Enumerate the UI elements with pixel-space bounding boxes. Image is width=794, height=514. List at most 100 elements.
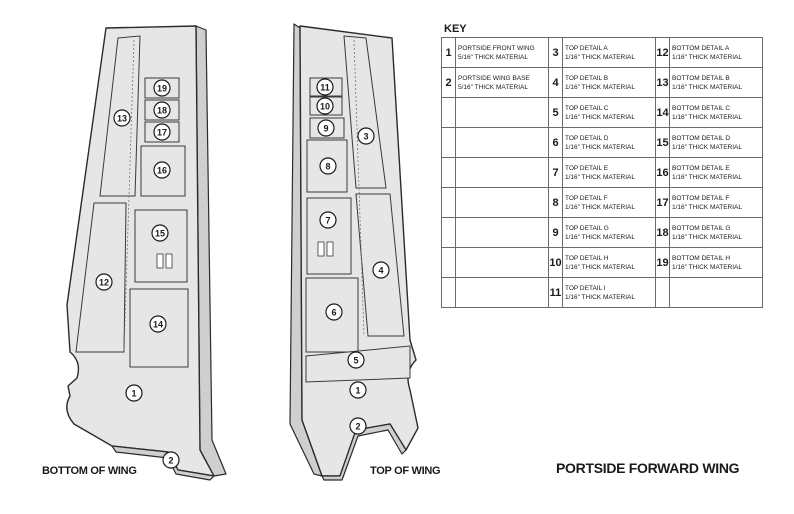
top-callout-9: 9 [317,119,335,137]
key-part-name: BOTTOM DETAIL H [672,254,731,262]
svg-text:4: 4 [378,266,383,276]
key-part-number: 17 [655,187,670,218]
key-part-material: 1/16" THICK MATERIAL [565,143,635,151]
key-part-name: TOP DETAIL B [565,74,609,82]
svg-text:3: 3 [363,132,368,142]
key-part-number [441,187,456,218]
key-part-material: 1/16" THICK MATERIAL [672,143,742,151]
key-part-number: 11 [548,277,563,308]
top-callout-11: 11 [316,78,334,96]
key-part-material: 1/16" THICK MATERIAL [565,173,635,181]
top-wing-slot-left [317,241,325,257]
top-of-wing-label: TOP OF WING [370,465,441,477]
key-part-name: TOP DETAIL E [565,164,609,172]
bottom-detail-15-panel [134,209,188,283]
key-part-name: BOTTOM DETAIL E [672,164,730,172]
key-part-number: 8 [548,187,563,218]
key-part-name: PORTSIDE WING BASE [458,74,530,82]
top-callout-10: 10 [316,97,334,115]
key-part-material: 1/16" THICK MATERIAL [565,263,635,271]
bottom-callout-19: 19 [153,79,171,97]
key-part-name: TOP DETAIL I [565,284,606,292]
key-part-number: 9 [548,217,563,248]
key-part-material: 1/16" THICK MATERIAL [565,113,635,121]
top-detail-3-panel [343,35,387,189]
svg-text:2: 2 [168,456,173,466]
bottom-callout-17: 17 [153,123,171,141]
key-part-name: TOP DETAIL H [565,254,609,262]
key-part-number: 7 [548,157,563,188]
key-part-number: 6 [548,127,563,158]
key-title: KEY [444,23,467,35]
key-part-material: 1/16" THICK MATERIAL [672,173,742,181]
key-part-name: BOTTOM DETAIL F [672,194,730,202]
bottom-wing-side-edge [195,25,227,477]
svg-text:10: 10 [320,102,330,112]
key-part-number: 4 [548,67,563,98]
key-part-name: BOTTOM DETAIL A [672,44,730,52]
key-part-number: 14 [655,97,670,128]
key-part-material: 1/16" THICK MATERIAL [672,263,742,271]
svg-text:17: 17 [157,128,167,138]
bottom-callout-13: 13 [113,109,131,127]
top-callout-1: 1 [349,381,367,399]
key-part-material: 1/16" THICK MATERIAL [672,203,742,211]
key-part-description [455,217,549,248]
key-part-number: 12 [655,37,670,68]
key-part-description [455,97,549,128]
top-callout-4: 4 [372,261,390,279]
key-part-name: TOP DETAIL G [565,224,609,232]
svg-text:18: 18 [157,106,167,116]
page-title: PORTSIDE FORWARD WING [556,460,740,476]
svg-text:12: 12 [99,278,109,288]
key-part-number: 5 [548,97,563,128]
bottom-callout-2: 2 [162,451,180,469]
bottom-callout-18: 18 [153,101,171,119]
key-part-number: 18 [655,217,670,248]
top-callout-8: 8 [319,157,337,175]
svg-text:2: 2 [355,422,360,432]
top-callout-7: 7 [319,211,337,229]
bottom-callout-1: 1 [125,384,143,402]
key-part-description [455,127,549,158]
svg-text:14: 14 [153,320,163,330]
bottom-callout-16: 16 [153,161,171,179]
bottom-wing-slot-left [156,253,164,269]
bottom-callout-14: 14 [149,315,167,333]
bottom-callout-12: 12 [95,273,113,291]
key-part-material: 1/16" THICK MATERIAL [672,83,742,91]
key-part-name: BOTTOM DETAIL B [672,74,730,82]
key-part-number [655,277,670,308]
key-part-number: 1 [441,37,456,68]
key-part-name: BOTTOM DETAIL C [672,104,731,112]
key-part-number: 16 [655,157,670,188]
key-part-description [455,187,549,218]
key-part-number [441,277,456,308]
key-part-number [441,217,456,248]
top-detail-7-panel [306,197,352,275]
key-part-name: TOP DETAIL D [565,134,609,142]
key-part-material: 1/16" THICK MATERIAL [565,293,635,301]
svg-text:11: 11 [320,83,330,93]
bottom-callout-15: 15 [151,224,169,242]
